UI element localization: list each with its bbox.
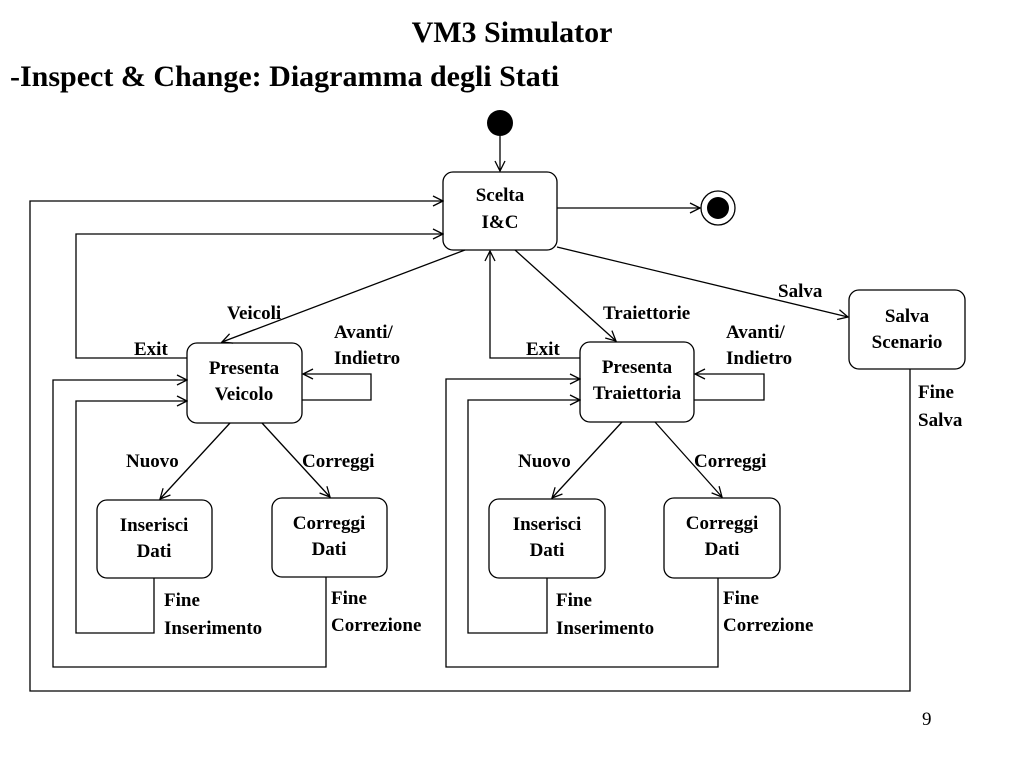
final-state <box>700 190 736 226</box>
label-veicoli: Veicoli <box>227 303 281 324</box>
svg-text:Salva: Salva <box>885 306 930 327</box>
svg-text:Correzione: Correzione <box>331 615 421 636</box>
transition-fine-inserimento-1 <box>75 401 187 634</box>
svg-text:Correzione: Correzione <box>723 615 813 636</box>
transition-fine-inserimento-2 <box>467 400 580 634</box>
state-inserisci-dati-2: Inserisci Dati <box>488 498 606 579</box>
transition-veicoli <box>222 249 466 342</box>
label-nuovo-2: Nuovo <box>518 451 571 472</box>
label-fine-inserimento-1: Fine Inserimento <box>164 590 262 639</box>
state-correggi-dati-2: Correggi Dati <box>663 497 781 579</box>
svg-text:Indietro: Indietro <box>334 348 400 369</box>
transition-nuovo-2 <box>552 421 623 498</box>
svg-text:Fine: Fine <box>723 588 759 609</box>
label-traiettorie: Traiettorie <box>603 303 690 324</box>
svg-text:Correggi: Correggi <box>293 513 365 534</box>
svg-text:Fine: Fine <box>556 590 592 611</box>
label-fine-salva: Fine Salva <box>918 382 963 431</box>
state-correggi-dati-1: Correggi Dati <box>271 497 388 578</box>
initial-state <box>487 110 513 136</box>
svg-text:Traiettoria: Traiettoria <box>593 383 682 404</box>
state-presenta-veicolo: Presenta Veicolo <box>186 342 303 424</box>
transition-nuovo-1 <box>160 422 231 499</box>
transition-salva <box>556 246 848 317</box>
svg-text:Avanti/: Avanti/ <box>334 322 393 343</box>
transition-exit-1 <box>75 234 443 359</box>
label-correggi-1: Correggi <box>302 451 374 472</box>
transition-fine-correzione-2 <box>445 379 719 668</box>
svg-text:Dati: Dati <box>137 541 172 562</box>
transition-correggi-1 <box>261 422 330 497</box>
transition-fine-salva <box>29 201 911 692</box>
transition-fine-correzione-1 <box>52 380 327 668</box>
svg-text:Fine: Fine <box>331 588 367 609</box>
svg-text:Inserisci: Inserisci <box>513 514 582 535</box>
label-exit-1: Exit <box>134 339 168 360</box>
self-loop-avanti-2 <box>694 374 765 401</box>
svg-text:Presenta: Presenta <box>209 358 280 379</box>
state-salva-scenario: Salva Scenario <box>848 289 966 370</box>
svg-text:Inserimento: Inserimento <box>164 618 262 639</box>
svg-text:Presenta: Presenta <box>602 357 673 378</box>
label-avanti-indietro-2: Avanti/ Indietro <box>726 322 792 369</box>
label-avanti-indietro-1: Avanti/ Indietro <box>334 322 400 369</box>
svg-text:I&C: I&C <box>482 212 519 233</box>
transition-traiettorie <box>514 249 616 341</box>
label-correggi-2: Correggi <box>694 451 766 472</box>
svg-text:Dati: Dati <box>312 539 347 560</box>
label-fine-inserimento-2: Fine Inserimento <box>556 590 654 639</box>
state-scelta-ic: Scelta I&C <box>442 171 558 251</box>
svg-text:Dati: Dati <box>705 539 740 560</box>
label-salva: Salva <box>778 281 823 302</box>
slide-subtitle: -Inspect & Change: Diagramma degli Stati <box>10 60 560 93</box>
svg-text:Correggi: Correggi <box>686 513 758 534</box>
svg-text:Scenario: Scenario <box>872 332 943 353</box>
label-nuovo-1: Nuovo <box>126 451 179 472</box>
svg-text:Inserisci: Inserisci <box>120 515 189 536</box>
page-number: 9 <box>922 709 932 730</box>
self-loop-avanti-1 <box>302 374 372 401</box>
svg-text:Inserimento: Inserimento <box>556 618 654 639</box>
svg-text:Veicolo: Veicolo <box>215 384 273 405</box>
slide-title: VM3 Simulator <box>411 16 613 49</box>
label-fine-correzione-2: Fine Correzione <box>723 588 813 636</box>
state-inserisci-dati-1: Inserisci Dati <box>96 499 213 579</box>
label-fine-correzione-1: Fine Correzione <box>331 588 421 636</box>
svg-text:Indietro: Indietro <box>726 348 792 369</box>
svg-text:Fine: Fine <box>164 590 200 611</box>
svg-text:Scelta: Scelta <box>476 185 525 206</box>
svg-text:Fine: Fine <box>918 382 954 403</box>
svg-text:Dati: Dati <box>530 540 565 561</box>
svg-text:Salva: Salva <box>918 410 963 431</box>
transition-correggi-2 <box>654 421 722 497</box>
transition-exit-2 <box>490 251 580 359</box>
svg-text:Avanti/: Avanti/ <box>726 322 785 343</box>
label-exit-2: Exit <box>526 339 560 360</box>
state-presenta-traiettoria: Presenta Traiettoria <box>579 341 695 423</box>
